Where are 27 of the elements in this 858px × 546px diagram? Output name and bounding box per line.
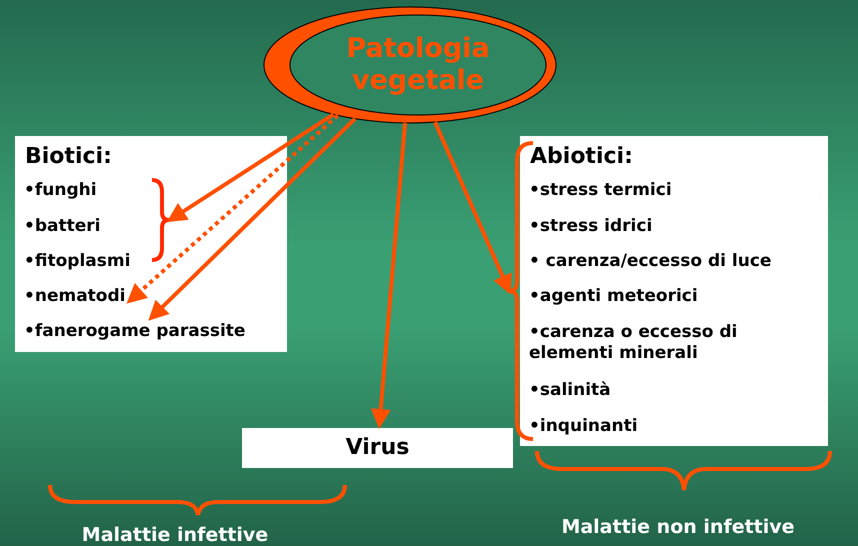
list-item: •nematodi (24, 286, 126, 312)
list-item: •fitoplasmi (24, 251, 130, 277)
arrow (166, 112, 335, 222)
list-item: •agenti meteorici (529, 286, 698, 312)
list-item: •batteri (24, 216, 100, 242)
arrow (148, 117, 356, 321)
list-item: •fanerogame parassite (24, 321, 246, 347)
group-label: Malattie infettive (80, 524, 270, 546)
list-item: •stress termici (529, 180, 672, 206)
arrow (433, 121, 512, 295)
list-item: •funghi (24, 180, 97, 206)
category-box (242, 428, 513, 468)
category-heading: Virus (344, 434, 410, 462)
arrow (370, 122, 408, 429)
list-item: •stress idrici (529, 216, 652, 242)
category-heading: Biotici: (25, 144, 112, 169)
category-box (520, 136, 828, 446)
category-heading: Abiotici: (530, 144, 633, 169)
title-ellipse: Patologia vegetale (262, 5, 558, 125)
arrow (126, 114, 340, 304)
list-item: •inquinanti (529, 416, 638, 442)
curly-brace (150, 178, 170, 262)
list-item: • carenza/eccesso di luce (529, 251, 772, 277)
category-box (15, 136, 287, 352)
list-item: •salinità (529, 380, 611, 406)
list-item: •carenza o eccesso di elementi minerali (529, 322, 819, 368)
group-label: Malattie non infettive (560, 516, 796, 538)
